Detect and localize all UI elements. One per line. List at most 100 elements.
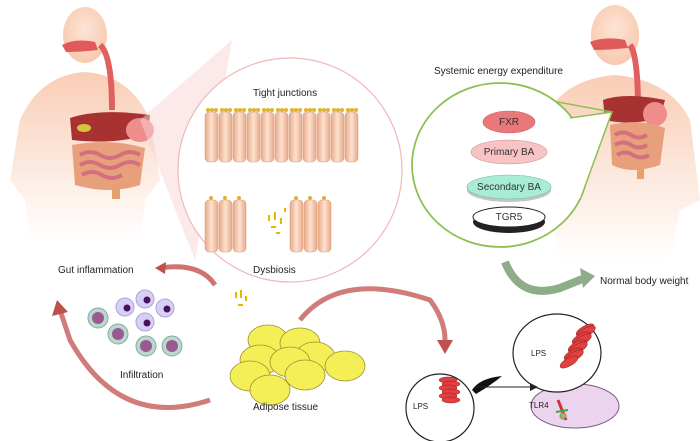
arrow-cycle-left	[57, 309, 211, 410]
pill-fxr	[482, 110, 536, 134]
pill-secondary-ba	[466, 174, 552, 200]
damaged-cell	[289, 199, 304, 253]
label-tight-junctions: Tight junctions	[253, 88, 318, 99]
junction-dot	[346, 108, 350, 112]
epithelial-cell	[330, 111, 345, 163]
arrow-to-normal-weight	[501, 260, 587, 295]
epithelial-cell	[260, 111, 275, 163]
junction-dot	[304, 108, 308, 112]
macrophage-core	[166, 340, 178, 352]
label-gut-inflammation: Gut inflammation	[58, 265, 134, 276]
nucleus	[123, 304, 131, 312]
bacterium	[223, 196, 227, 200]
bacterium	[322, 196, 326, 200]
junction-dot	[228, 108, 232, 112]
epithelial-cell	[316, 111, 331, 163]
left-body-illustration	[10, 7, 160, 240]
epithelial-cell	[204, 111, 219, 163]
epithelial-cell	[274, 111, 289, 163]
bile-acid-panel: FXR Primary BA Secondary BA TGR5	[466, 110, 552, 233]
junction-dot	[234, 108, 238, 112]
epithelial-cell	[288, 111, 303, 163]
junction-dot	[284, 108, 288, 112]
adipocyte	[324, 350, 366, 382]
junction-dot	[266, 108, 270, 112]
junction-dot	[350, 108, 354, 112]
damaged-cell	[317, 199, 332, 253]
nucleus	[143, 296, 151, 304]
damaged-cell	[218, 199, 233, 253]
junction-dot	[276, 108, 280, 112]
nucleus	[163, 305, 171, 313]
macrophage-core	[140, 340, 152, 352]
macrophage-core	[112, 328, 124, 340]
junction-dot	[270, 108, 274, 112]
lps-tlr4-panel	[405, 313, 620, 441]
macrophage-core	[92, 312, 104, 324]
pill-primary-ba	[470, 139, 548, 165]
lps-molecule-small	[441, 396, 461, 404]
nucleus	[143, 319, 151, 327]
lps-molecule-large	[559, 355, 579, 369]
adipocytes	[229, 324, 366, 406]
junction-dot	[312, 108, 316, 112]
junction-dot	[290, 108, 294, 112]
junction-dot	[256, 108, 260, 112]
junction-dot	[308, 108, 312, 112]
junction-dot	[238, 108, 242, 112]
junction-dot	[336, 108, 340, 112]
pill-secondary-ba-label: Secondary BA	[477, 182, 541, 193]
junction-dot	[248, 108, 252, 112]
junction-dot	[354, 108, 358, 112]
bacterium	[308, 196, 312, 200]
label-lps-small: LPS	[413, 402, 429, 411]
damaged-cell	[232, 199, 247, 253]
bacterium	[294, 196, 298, 200]
junction-dot	[326, 108, 330, 112]
junction-dot	[262, 108, 266, 112]
epithelial-cell	[246, 111, 261, 163]
junction-dot	[252, 108, 256, 112]
tight-junction-cells	[204, 108, 359, 163]
adipocyte	[284, 359, 326, 391]
pill-fxr-label: FXR	[499, 117, 519, 128]
junction-dot	[214, 108, 218, 112]
interaction-arrowhead	[472, 376, 502, 394]
bacterium	[237, 196, 241, 200]
label-infiltration: Infiltration	[120, 370, 164, 381]
junction-dot	[294, 108, 298, 112]
junction-dot	[206, 108, 210, 112]
pill-primary-ba-label: Primary BA	[484, 147, 535, 158]
damaged-cell	[303, 199, 318, 253]
bacterium	[209, 196, 213, 200]
tlr4-molecule-icon	[555, 399, 569, 421]
junction-dot	[242, 108, 246, 112]
arrow-adipose-to-lps	[298, 286, 448, 341]
epithelial-cell	[232, 111, 247, 163]
label-dysbiosis: Dysbiosis	[253, 265, 296, 276]
bacteria-icon	[235, 208, 286, 306]
label-normal-body-weight: Normal body weight	[600, 276, 689, 287]
junction-dot	[322, 108, 326, 112]
junction-dot	[340, 108, 344, 112]
junction-dot	[298, 108, 302, 112]
epithelial-cell	[218, 111, 233, 163]
junction-dot	[224, 108, 228, 112]
epithelial-cell	[302, 111, 317, 163]
pill-tgr5-label: TGR5	[496, 212, 523, 223]
label-tlr4: TLR4	[529, 401, 549, 410]
junction-dot	[318, 108, 322, 112]
junction-dot	[280, 108, 284, 112]
label-lps-large: LPS	[531, 349, 547, 358]
junction-dot	[210, 108, 214, 112]
pill-tgr5	[472, 206, 546, 228]
junction-dot	[220, 108, 224, 112]
dysbiosis-cells	[204, 196, 332, 253]
adipocyte	[249, 374, 291, 406]
damaged-cell	[204, 199, 219, 253]
junction-dot	[332, 108, 336, 112]
immune-cells	[87, 289, 183, 357]
label-adipose-tissue: Adipose tissue	[253, 402, 319, 413]
arrow-dysbiosis-to-inflammation	[159, 264, 218, 287]
